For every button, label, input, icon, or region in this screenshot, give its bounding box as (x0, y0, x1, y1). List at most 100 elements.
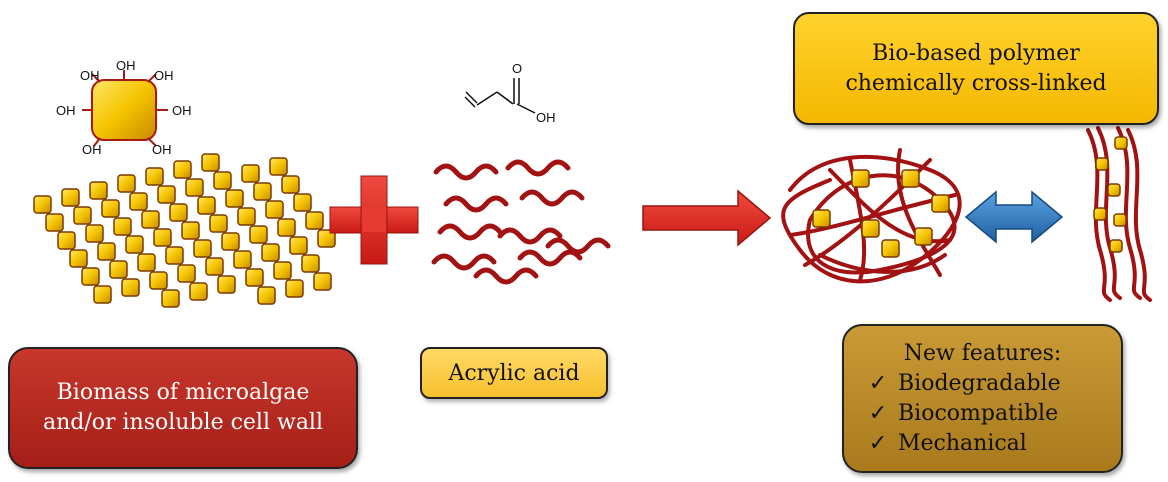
cube-icon (881, 239, 900, 258)
biomass-cubes (33, 153, 336, 308)
cube-icon (169, 203, 188, 222)
cube-icon (81, 267, 100, 286)
polymer-chain (431, 253, 497, 271)
check-icon: ✓ (868, 370, 888, 396)
oh-label: OH (82, 142, 102, 157)
cube-icon (317, 229, 336, 248)
cube-icon (257, 286, 276, 305)
arrow-right-icon (642, 189, 772, 247)
cube-icon (125, 235, 144, 254)
cube-icon (33, 195, 52, 214)
double-arrow-icon (964, 190, 1064, 244)
polymer-chain (517, 249, 583, 267)
cube-icon (237, 207, 256, 226)
cube-icon (45, 213, 64, 232)
check-icon: ✓ (868, 430, 888, 456)
cube-icon (313, 272, 332, 291)
biomass-label-box: Biomass of microalgae and/or insoluble c… (8, 347, 358, 469)
cube-icon (177, 264, 196, 283)
acrylic-acid-structure-icon (464, 78, 536, 114)
network-crosslinks (812, 169, 950, 258)
cube-icon (217, 275, 236, 294)
polymer-chain (519, 189, 585, 207)
polymer-chain (473, 267, 539, 285)
cube-icon (157, 185, 176, 204)
cube-icon (185, 178, 204, 197)
cube-icon (97, 242, 116, 261)
cube-icon (273, 261, 292, 280)
polymer-label-box: Bio-based polymer chemically cross-linke… (793, 12, 1159, 125)
cube-icon (165, 246, 184, 265)
cube-icon (914, 227, 933, 246)
cube-icon (57, 231, 76, 250)
cube-icon (61, 188, 80, 207)
glucose-unit-icon: OH OH OH OH OH OH OH (56, 58, 192, 157)
cube-icon (121, 278, 140, 297)
cube-icon (901, 169, 920, 188)
cube-icon (851, 169, 870, 188)
cube-icon (137, 253, 156, 272)
polymer-label: Bio-based polymer chemically cross-linke… (845, 40, 1107, 96)
cube-icon (301, 254, 320, 273)
cube-icon (261, 243, 280, 262)
cube-icon (249, 225, 268, 244)
oh-label: OH (56, 103, 76, 118)
oxygen-label: O (512, 61, 522, 76)
cube-icon (141, 210, 160, 229)
oh-label: OH (116, 58, 136, 73)
cube-icon (253, 182, 272, 201)
fiber-crosslinks (1093, 136, 1128, 253)
acrylic-chains (431, 159, 611, 285)
cube-icon (101, 199, 120, 218)
cube-icon (1095, 157, 1109, 171)
polymer-chain (437, 223, 503, 241)
cube-icon (812, 209, 831, 228)
oh-label: OH (536, 110, 556, 125)
cube-icon (113, 217, 132, 236)
biomass-label: Biomass of microalgae and/or insoluble c… (42, 380, 324, 435)
cube-icon (153, 228, 172, 247)
cube-icon (89, 181, 108, 200)
cube-icon (69, 249, 88, 268)
cube-icon (145, 167, 164, 186)
polymer-chain (497, 227, 563, 245)
cube-icon (931, 194, 950, 213)
acrylic-acid-label-box: Acrylic acid (420, 347, 608, 399)
cube-icon (93, 285, 112, 304)
polymer-chain (433, 163, 499, 181)
oh-label: OH (154, 68, 174, 83)
cube-icon (181, 221, 200, 240)
oh-label: OH (172, 103, 192, 118)
feature-item: ✓ Biodegradable (858, 369, 1061, 399)
feature-item: ✓ Mechanical (858, 429, 1027, 459)
cube-icon (305, 211, 324, 230)
cube-icon (189, 282, 208, 301)
feature-item: ✓ Biocompatible (858, 399, 1058, 429)
cube-icon (117, 174, 136, 193)
crosslinked-network-icon (781, 148, 962, 284)
cube-icon (1114, 136, 1128, 150)
cube-icon (281, 175, 300, 194)
cube-icon (149, 271, 168, 290)
cube-icon (197, 196, 216, 215)
oh-label: OH (152, 142, 172, 157)
cube-icon (161, 289, 180, 308)
plus-icon (329, 175, 419, 265)
cube-icon (73, 206, 92, 225)
cube-icon (193, 239, 212, 258)
cube-icon (245, 268, 264, 287)
cube-icon (241, 164, 260, 183)
cube-icon (225, 189, 244, 208)
cube-icon (201, 153, 220, 172)
feature-label: Biodegradable (898, 370, 1061, 396)
cube-icon (205, 257, 224, 276)
cube-icon (861, 219, 880, 238)
cube-icon (265, 200, 284, 219)
cube-icon (1107, 183, 1121, 197)
cube-icon (221, 232, 240, 251)
polymer-chain (545, 237, 611, 255)
cube-icon (213, 171, 232, 190)
cube-icon (209, 214, 228, 233)
cube-icon (269, 157, 288, 176)
